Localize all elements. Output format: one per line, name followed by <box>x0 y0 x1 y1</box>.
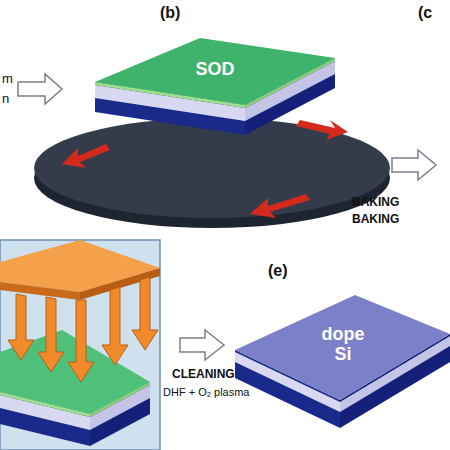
wafer-top-face <box>95 38 335 105</box>
process-arrow <box>180 330 224 360</box>
rotation-arrow <box>250 194 310 218</box>
process-label: (b) <box>160 4 180 22</box>
diffusion-arrows <box>8 277 158 382</box>
process-label: BAKING <box>352 213 399 226</box>
layer-label: dope Si <box>318 325 368 365</box>
wafer-top: dope Si <box>235 295 450 402</box>
process-label: (e) <box>268 262 288 280</box>
diffusion-panel <box>0 240 160 450</box>
heater-plate <box>0 240 160 292</box>
process-label: DHF + O₂ plasma <box>163 386 250 398</box>
rotation-arrow <box>62 144 110 168</box>
spinner-disc <box>34 118 390 218</box>
process-arrow <box>392 150 436 180</box>
process-label: n <box>2 92 9 106</box>
layer-label: SOD <box>175 60 255 80</box>
rotation-arrow <box>296 120 348 140</box>
process-arrow <box>18 74 62 104</box>
heater-plate-side <box>0 282 80 300</box>
process-label: m <box>2 72 13 86</box>
process-label: CLEANING <box>172 368 235 381</box>
sod-edge <box>90 382 150 417</box>
wafer-top: SOD <box>95 38 335 105</box>
process-label: (c <box>418 4 432 22</box>
sod-edge <box>0 392 90 417</box>
process-label: BAKING <box>352 196 399 209</box>
wafer-top-face <box>235 295 450 400</box>
